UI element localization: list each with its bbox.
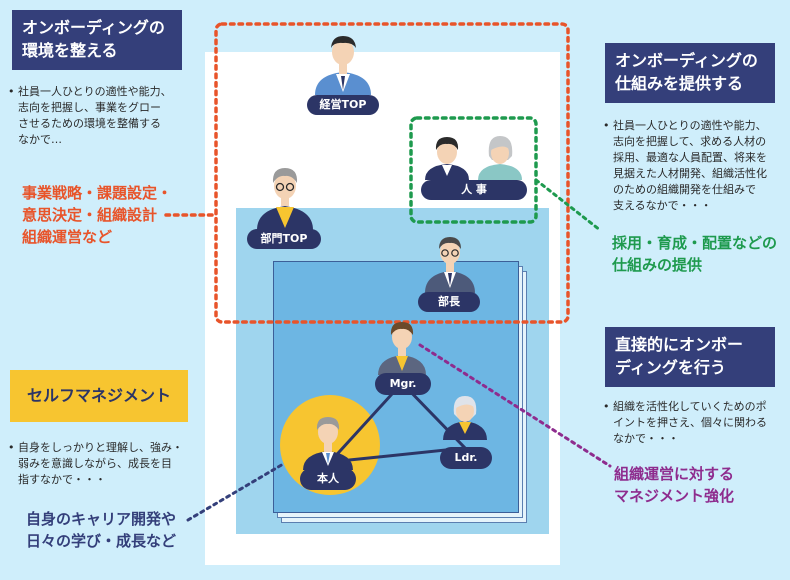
right-top-note: •社員一人ひとりの適性や能力、 志向を把握して、求める人材の 採用、最適な人員配…: [603, 118, 788, 214]
right-top-note-line-4: 見据えた人材開発、組織活性化: [613, 167, 767, 180]
green-connector: [534, 178, 602, 232]
left-top-note: •社員一人ひとりの適性や能力、 志向を把握し、事業をグロー させるための環境を整…: [8, 84, 203, 148]
right-top-note-line-2: 志向を把握して、求める人材の: [613, 135, 767, 148]
person-ldr-icon: [443, 396, 487, 440]
right-top-accent-line-2: 仕組みの提供: [612, 256, 703, 274]
left-top-title-line1: オンボーディングの: [22, 18, 165, 37]
right-bottom-note-line-2: イントを押さえ、個々に関わる: [613, 416, 767, 429]
left-top-title-line2: 環境を整える: [22, 41, 118, 60]
left-bottom-accent-line-2: 日々の学び・成長など: [26, 532, 177, 550]
manager-head-label: 部長: [418, 292, 480, 312]
left-top-note-line-2: 志向を把握し、事業をグロー: [18, 101, 161, 114]
right-bottom-accent-line-1: 組織運営に対する: [614, 465, 735, 483]
person-ceo-icon: [315, 36, 371, 95]
ceo-label: 経営TOP: [307, 95, 379, 115]
right-bottom-title: 直接的にオンボー ディングを行う: [605, 327, 775, 387]
right-bottom-note-line-1: 組織を活性化していくためのポ: [613, 400, 767, 413]
left-top-note-line-1: 社員一人ひとりの適性や能力、: [18, 85, 172, 98]
right-top-accent-line-1: 採用・育成・配置などの: [612, 234, 778, 252]
left-bottom-accent-line-1: 自身のキャリア開発や: [26, 510, 177, 528]
relation-lines: [328, 380, 469, 464]
mgr-label: Mgr.: [375, 373, 431, 395]
left-top-note-line-4: なかで…: [18, 133, 62, 146]
left-top-accent-line-2: 意思決定・組織設計: [22, 206, 158, 224]
right-bottom-title-line2: ディングを行う: [615, 358, 726, 377]
left-top-accent: 事業戦略・課題設定・ 意思決定・組織設計 組織運営など: [22, 182, 172, 248]
hr-frame: [409, 116, 538, 224]
left-bottom-note-line-2: 弱みを意識しながら、成長を目: [18, 457, 172, 470]
management-frame: [214, 22, 570, 324]
person-mgr-icon: [378, 322, 426, 375]
right-top-note-line-5: のための組織開発を仕組みで: [613, 183, 756, 196]
right-top-note-line-3: 採用、最適な人員配置、将来を: [613, 151, 767, 164]
right-top-title-line1: オンボーディングの: [615, 51, 758, 70]
left-bottom-note-line-3: 指すなかで・・・: [18, 473, 106, 486]
left-bottom-title: セルフマネジメント: [10, 370, 188, 422]
person-manager-icon: [425, 237, 475, 293]
person-hr-male-icon: [425, 137, 469, 180]
right-top-title-line2: 仕組みを提供する: [615, 74, 744, 93]
division-label: 部門TOP: [247, 229, 321, 249]
hr-label: 人 事: [421, 180, 527, 200]
right-top-accent: 採用・育成・配置などの 仕組みの提供: [612, 232, 787, 276]
self-label: 本人: [300, 468, 356, 490]
right-top-title: オンボーディングの 仕組みを提供する: [605, 43, 775, 103]
right-bottom-title-line1: 直接的にオンボー: [615, 335, 744, 354]
right-bottom-accent-line-2: マネジメント強化: [614, 487, 735, 505]
left-bottom-note: •自身をしっかりと理解し、強み・ 弱みを意識しながら、成長を目 指すなかで・・・: [8, 440, 198, 488]
left-bottom-accent: 自身のキャリア開発や 日々の学び・成長など: [26, 508, 196, 552]
right-top-note-line-1: 社員一人ひとりの適性や能力、: [613, 119, 767, 132]
left-top-title: オンボーディングの 環境を整える: [12, 10, 182, 70]
left-top-accent-line-1: 事業戦略・課題設定・: [22, 184, 173, 202]
left-top-accent-line-3: 組織運営など: [22, 228, 113, 246]
person-division-icon: [257, 168, 313, 230]
left-top-note-line-3: させるための環境を整備する: [18, 117, 161, 130]
purple-connector: [418, 343, 612, 468]
ldr-label: Ldr.: [440, 447, 492, 469]
right-bottom-accent: 組織運営に対する マネジメント強化: [614, 463, 784, 507]
right-top-note-line-6: 支えるなかで・・・: [613, 199, 712, 212]
right-bottom-note: •組織を活性化していくためのポ イントを押さえ、個々に関わる なかで・・・: [603, 399, 788, 447]
person-hr-female-icon: [478, 136, 522, 180]
person-self-icon: [303, 417, 353, 470]
right-bottom-note-line-3: なかで・・・: [613, 432, 679, 445]
left-bottom-note-line-1: 自身をしっかりと理解し、強み・: [18, 441, 183, 454]
navy-connector: [186, 458, 292, 522]
